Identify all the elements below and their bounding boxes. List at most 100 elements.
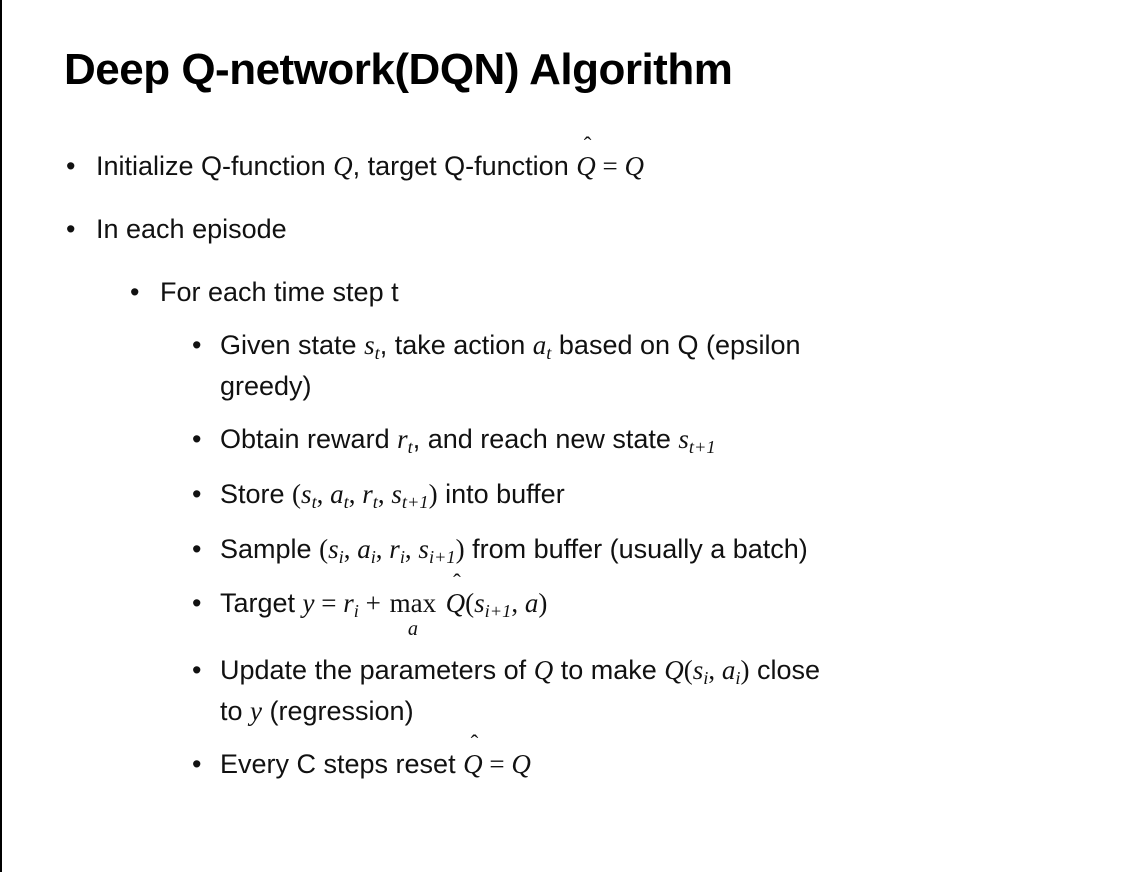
math-run: ai <box>357 533 376 567</box>
math-subscript: i <box>399 546 405 567</box>
math-roman-run: , <box>511 588 525 619</box>
math-subscript: t+1 <box>401 492 429 512</box>
math-subscript: t <box>374 343 380 364</box>
math-run: si <box>692 655 709 689</box>
math-variable: Q <box>333 150 353 181</box>
math-run: Q <box>511 749 531 779</box>
math-subscript: t <box>311 492 317 512</box>
math-subscript: i <box>338 546 344 567</box>
text-run: close <box>749 655 821 686</box>
math-run: rt <box>397 424 413 457</box>
math-run: at <box>532 330 552 364</box>
text-run: Given state <box>220 330 365 361</box>
text-run: , target Q-function <box>352 150 577 181</box>
bullet-item: •Obtain reward rt, and reach new state s… <box>2 420 1124 461</box>
math-subscript: i <box>370 546 376 567</box>
bullet-marker-icon: • <box>192 655 202 686</box>
math-subscript: i+1 <box>428 546 456 567</box>
bullet-list: •Initialize Q-function Q, target Q-funct… <box>2 132 1124 784</box>
math-subscript: i+1 <box>484 601 512 622</box>
math-roman-run: ) <box>428 478 438 509</box>
bullet-marker-icon: • <box>192 588 202 619</box>
text-run: Target <box>220 588 303 619</box>
math-variable: r <box>397 424 408 455</box>
text-run: In each episode <box>96 213 287 244</box>
text-run: Sample <box>220 533 320 564</box>
math-roman-run: , <box>708 655 722 686</box>
math-run: si+1 <box>474 588 511 621</box>
math-variable: a <box>524 588 539 619</box>
math-variable: s <box>328 533 339 564</box>
bullet-marker-icon: • <box>192 749 202 779</box>
math-variable: s <box>692 655 704 686</box>
bullet-item: •Store (st, at, rt, st+1) into buffer <box>2 475 1124 516</box>
text-run: Update the parameters of <box>220 655 534 686</box>
bullet-marker-icon: • <box>192 330 202 361</box>
bullet-marker-icon: • <box>66 213 76 244</box>
math-roman-run: + <box>358 588 388 619</box>
math-variable: r <box>343 588 354 619</box>
bullet-item: •Initialize Q-function Q, target Q-funct… <box>2 132 1124 186</box>
text-run: For each time step t <box>160 277 399 308</box>
text-run: to <box>220 695 251 726</box>
math-subscript: t+1 <box>688 437 716 458</box>
math-roman-run: ( <box>465 588 475 619</box>
math-roman-run: , <box>348 478 363 509</box>
math-variable: s <box>418 533 429 564</box>
bullet-item: •Update the parameters of Q to make Q(si… <box>2 651 1124 731</box>
bullet-marker-icon: • <box>130 277 140 308</box>
math-run: ai <box>721 655 741 689</box>
math-run: ri <box>343 588 359 621</box>
math-variable: Q <box>533 655 554 686</box>
math-roman-run: , <box>343 533 358 564</box>
math-variable: a <box>357 533 371 564</box>
text-run: (regression) <box>262 695 414 726</box>
text-run: Store <box>220 478 293 509</box>
math-subscript: t <box>546 343 552 364</box>
math-roman-run: ( <box>292 478 302 509</box>
text-run: Every C steps reset <box>220 749 464 779</box>
math-roman-run: ( <box>683 655 693 686</box>
bullet-marker-icon: • <box>66 150 76 181</box>
text-run: , and reach new state <box>412 424 679 455</box>
slide-title: Deep Q-network(DQN) Algorithm <box>64 45 733 94</box>
math-run: y <box>303 588 315 618</box>
math-run: ri <box>389 534 405 567</box>
math-subscript: i <box>703 668 709 689</box>
math-roman-run: , <box>377 478 392 509</box>
hat-accent-icon: ˆ <box>583 132 592 158</box>
math-roman-run: = <box>595 150 625 181</box>
math-run: Q <box>624 151 644 181</box>
math-run: si <box>328 533 344 567</box>
math-variable: Q <box>624 150 644 181</box>
math-variable: a <box>721 655 736 686</box>
math-roman-run: , <box>316 478 331 509</box>
math-run: st <box>364 330 380 364</box>
hat-accent-icon: ˆ <box>453 570 461 596</box>
math-variable: s <box>301 478 312 509</box>
math-roman-run: ( <box>319 533 329 564</box>
math-roman-run: ) <box>455 533 465 564</box>
math-run: a <box>525 588 539 618</box>
text-run: based on Q (epsilon <box>551 330 801 361</box>
math-roman-run: = <box>314 588 344 619</box>
bullet-marker-icon: • <box>192 424 202 455</box>
math-roman-run: = <box>482 749 512 779</box>
math-subscript: t <box>343 492 349 512</box>
bullet-item: • In each episode <box>2 210 1124 249</box>
text-run: into buffer <box>437 478 565 509</box>
math-variable: Q <box>511 749 531 779</box>
math-run: y <box>250 696 262 726</box>
math-run: Q <box>664 655 684 685</box>
bullet-marker-icon: • <box>192 478 202 509</box>
text-run: greedy) <box>220 370 312 401</box>
math-variable: a <box>532 330 547 361</box>
math-variable: s <box>678 424 689 455</box>
math-subscript: i <box>735 668 741 689</box>
math-run: Q <box>534 655 554 685</box>
